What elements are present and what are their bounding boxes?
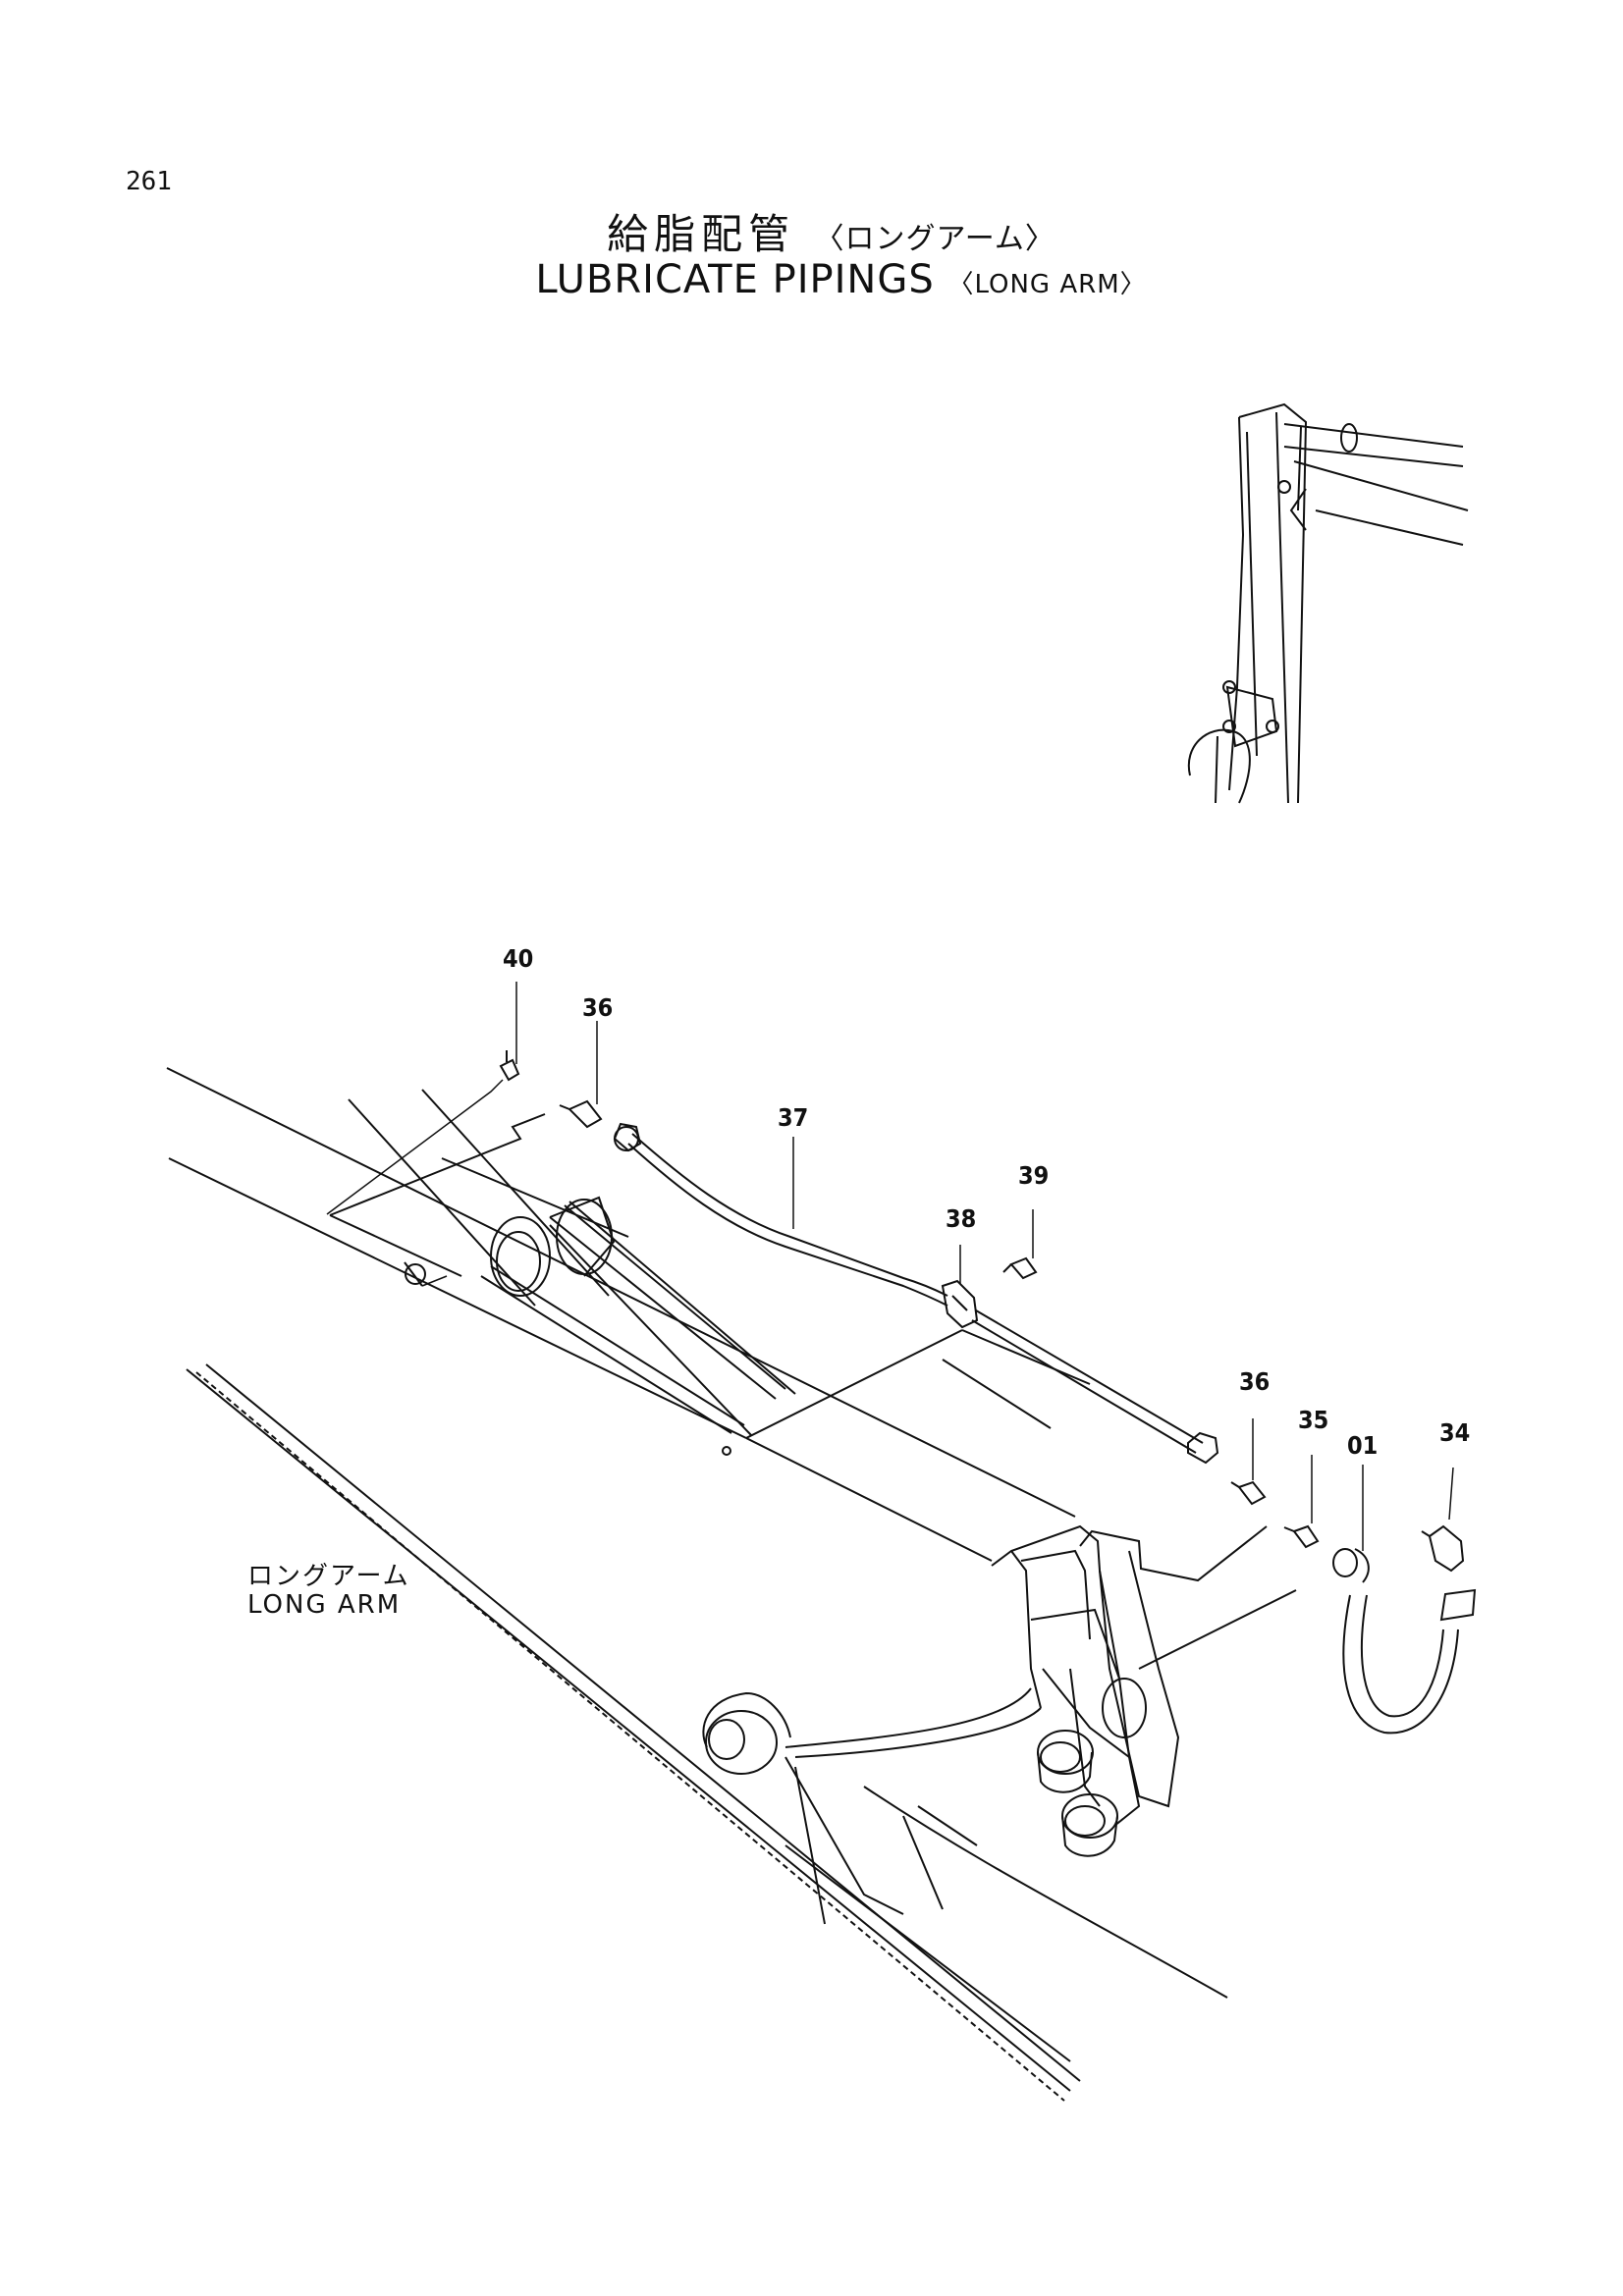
callout-39: 39 [1018, 1161, 1050, 1190]
page-title-english: LUBRICATE PIPINGS 〈LONG ARM〉 [0, 257, 1623, 302]
callout-40: 40 [503, 944, 534, 973]
clamp-38 [943, 1281, 977, 1327]
upper-pin-boss [405, 1198, 730, 1455]
arm-label-english: LONG ARM [247, 1590, 402, 1620]
top-plate-outline [330, 1114, 1267, 1580]
callout-01: 01 [1347, 1431, 1379, 1460]
inset-drawing [1189, 404, 1468, 803]
callout-36-upper: 36 [582, 993, 614, 1022]
fittings [501, 1050, 1463, 1582]
callout-38: 38 [946, 1204, 977, 1233]
callout-35: 35 [1298, 1406, 1329, 1434]
callout-37: 37 [778, 1103, 809, 1132]
title-japanese-sub: 〈ロングアーム〉 [814, 222, 1055, 256]
page-number: 261 [126, 167, 172, 196]
page-title-japanese: 給脂配管 〈ロングアーム〉 [0, 201, 1623, 261]
title-japanese-main: 給脂配管 [607, 210, 796, 258]
arm-lower-sides [785, 1757, 977, 1924]
title-english-sub: 〈LONG ARM〉 [947, 270, 1147, 299]
arm-label-japanese: ロングアーム [247, 1562, 410, 1591]
title-english-main: LUBRICATE PIPINGS [535, 257, 935, 302]
callout-34: 34 [1439, 1418, 1471, 1447]
bracing-strips [349, 1090, 795, 1435]
hose-01 [1343, 1590, 1475, 1733]
long-arm-body [167, 1068, 1227, 2101]
pipe-37 [615, 1124, 1217, 1463]
front-bracket [785, 1526, 1296, 1826]
callout-36-lower: 36 [1239, 1367, 1271, 1396]
leader-lines [327, 982, 1453, 1551]
bushings [703, 1679, 1146, 1856]
